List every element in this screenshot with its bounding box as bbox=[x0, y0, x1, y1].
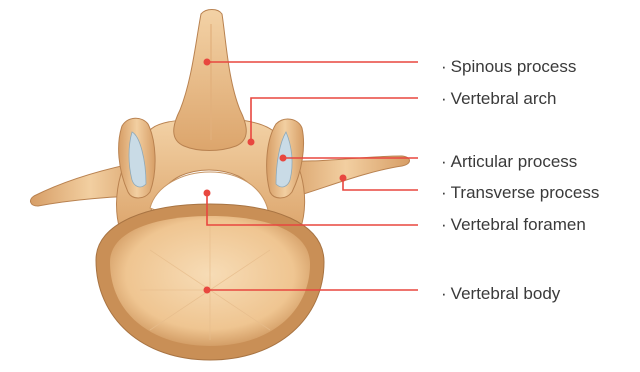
dot-arch bbox=[248, 139, 255, 146]
dot-foramen bbox=[204, 190, 211, 197]
label-vertebral-arch: ·Vertebral arch bbox=[441, 87, 557, 111]
label-vertebral-foramen: ·Vertebral foramen bbox=[441, 213, 586, 237]
label-text: Articular process bbox=[451, 152, 578, 171]
bullet: · bbox=[441, 89, 447, 108]
dot-spinous bbox=[204, 59, 211, 66]
dot-articular bbox=[280, 155, 287, 162]
label-text: Transverse process bbox=[451, 183, 600, 202]
dot-body bbox=[204, 287, 211, 294]
dot-transverse bbox=[340, 175, 347, 182]
label-vertebral-body: ·Vertebral body bbox=[441, 282, 560, 306]
label-text: Vertebral body bbox=[451, 284, 561, 303]
bullet: · bbox=[441, 152, 447, 171]
bullet: · bbox=[441, 284, 447, 303]
bullet: · bbox=[441, 57, 447, 76]
label-transverse-process: ·Transverse process bbox=[441, 181, 599, 205]
label-text: Vertebral foramen bbox=[451, 215, 586, 234]
leader-line-transverse bbox=[343, 178, 418, 190]
bullet: · bbox=[441, 183, 447, 202]
spinous-process-shape bbox=[174, 10, 247, 151]
label-spinous-process: ·Spinous process bbox=[441, 55, 576, 79]
label-articular-process: ·Articular process bbox=[441, 150, 577, 174]
bullet: · bbox=[441, 215, 447, 234]
label-text: Spinous process bbox=[451, 57, 577, 76]
label-text: Vertebral arch bbox=[451, 89, 557, 108]
